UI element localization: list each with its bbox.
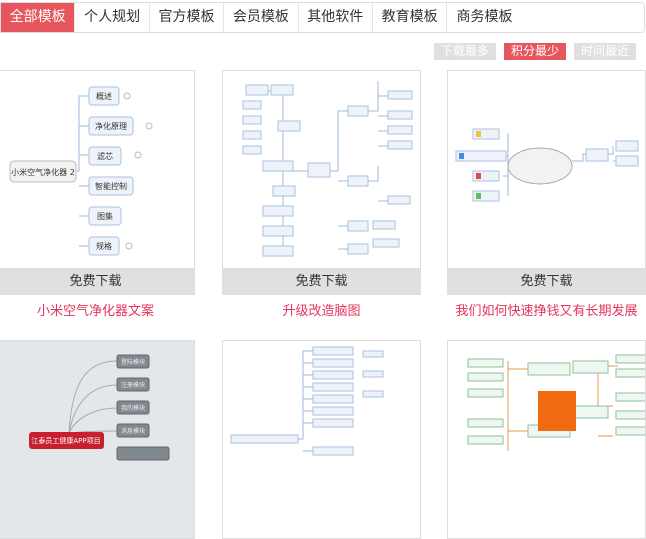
mindmap-preview: 小米空气净化器 2 概述 净化原理 滤芯 智能控制 图集 规格	[9, 86, 153, 256]
tab-education-templates[interactable]: 教育模板	[373, 3, 448, 32]
template-card[interactable]: 免费下载 我们如何快速挣钱又有长期发展	[447, 70, 646, 319]
mindmap-node: 净化原理	[95, 121, 127, 131]
tab-official-templates[interactable]: 官方模板	[150, 3, 225, 32]
template-thumbnail[interactable]	[447, 340, 646, 539]
mindmap-node: 概述	[96, 91, 112, 101]
mindmap-root: 小米空气净化器 2	[11, 167, 75, 177]
template-title[interactable]: 小米空气净化器文案	[36, 304, 154, 319]
tab-other-software[interactable]: 其他软件	[299, 3, 373, 32]
free-download-button[interactable]: 免费下载	[222, 269, 421, 295]
mindmap-preview	[455, 128, 639, 202]
mindmap-node: 图集	[97, 211, 113, 221]
sort-options: 下载最多 积分最少 时间最近	[434, 43, 636, 60]
mindmap-node: 智能控制	[95, 181, 127, 191]
template-thumbnail[interactable]	[447, 70, 646, 269]
template-title[interactable]: 升级改造脑图	[282, 304, 361, 319]
mindmap-node: 注册模块	[121, 381, 145, 389]
tab-member-templates[interactable]: 会员模板	[224, 3, 299, 32]
free-download-button[interactable]: 免费下载	[447, 269, 646, 295]
template-card[interactable]	[222, 340, 421, 539]
template-card[interactable]: 小米空气净化器 2 概述 净化原理 滤芯 智能控制 图集 规格 免费下载 小米空…	[0, 70, 195, 319]
mindmap-node: 消息模块	[121, 427, 145, 435]
template-card[interactable]: 免费下载 升级改造脑图	[222, 70, 421, 319]
tab-business-templates[interactable]: 商务模板	[456, 9, 513, 25]
mindmap-node: 我的模块	[121, 404, 145, 412]
template-thumbnail[interactable]	[222, 70, 421, 269]
mindmap-preview	[242, 81, 413, 257]
template-thumbnail[interactable]	[222, 340, 421, 539]
mindmap-node: 规格	[96, 241, 112, 251]
tab-all-templates[interactable]: 全部模板	[1, 3, 76, 32]
template-thumbnail[interactable]: 小米空气净化器 2 概述 净化原理 滤芯 智能控制 图集 规格	[0, 70, 195, 269]
template-title[interactable]: 我们如何快速挣钱又有长期发展	[455, 304, 638, 319]
mindmap-preview	[467, 354, 645, 451]
sort-most-downloads[interactable]: 下载最多	[434, 43, 496, 60]
template-card[interactable]: 登陆模块 注册模块 我的模块 消息模块 江泰员工健康APP项目	[0, 340, 195, 539]
sort-least-points[interactable]: 积分最少	[504, 43, 566, 60]
mindmap-preview	[230, 346, 384, 456]
template-card[interactable]	[447, 340, 646, 539]
mindmap-root: 江泰员工健康APP项目	[31, 436, 100, 445]
template-thumbnail[interactable]: 登陆模块 注册模块 我的模块 消息模块 江泰员工健康APP项目	[0, 340, 195, 539]
sort-most-recent[interactable]: 时间最近	[574, 43, 636, 60]
mindmap-preview: 登陆模块 注册模块 我的模块 消息模块 江泰员工健康APP项目	[29, 354, 170, 461]
mindmap-node: 滤芯	[97, 151, 113, 161]
mindmap-node: 登陆模块	[121, 358, 145, 366]
category-tabs: 全部模板 个人规划 官方模板 会员模板 其他软件 教育模板 商务模板	[0, 2, 645, 33]
tab-personal-planning[interactable]: 个人规划	[75, 3, 150, 32]
free-download-button[interactable]: 免费下载	[0, 269, 195, 295]
